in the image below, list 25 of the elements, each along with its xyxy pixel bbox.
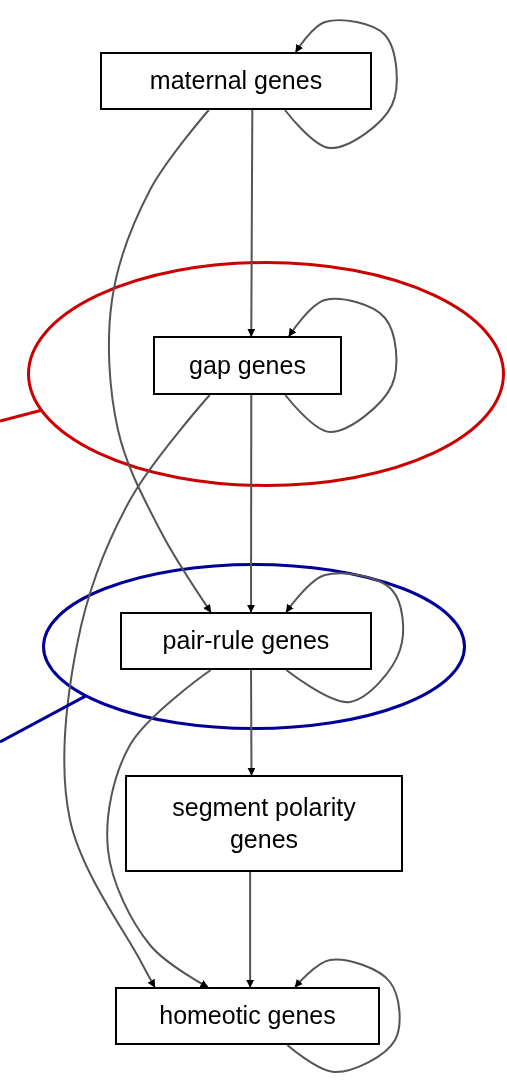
arrow <box>246 871 255 988</box>
self-loop-arrow <box>284 297 398 433</box>
arrow <box>106 669 212 988</box>
highlight-ellipse <box>42 563 466 730</box>
gene-box <box>100 52 372 110</box>
arrow <box>247 109 256 337</box>
gene-label: homeotic genes <box>159 1000 336 1032</box>
self-loop-arrow <box>286 958 401 1073</box>
gene-box <box>120 612 372 670</box>
leader-line <box>0 408 42 423</box>
gene-label: pair-rule genes <box>162 625 330 657</box>
gene-box <box>115 987 380 1045</box>
leader-line <box>0 694 87 744</box>
self-loop-arrow <box>283 19 398 149</box>
arrow <box>247 394 256 613</box>
gene-label: maternal genes <box>149 65 323 97</box>
arrow <box>247 669 256 776</box>
gene-label: gap genes <box>189 349 306 381</box>
highlight-ellipse <box>27 261 505 487</box>
gene-box <box>125 775 403 872</box>
gene-box <box>153 336 342 395</box>
arrow <box>63 394 211 988</box>
self-loop-arrow <box>285 572 405 704</box>
arrow <box>107 109 212 613</box>
gene-label: segment polarity genes <box>171 792 357 855</box>
